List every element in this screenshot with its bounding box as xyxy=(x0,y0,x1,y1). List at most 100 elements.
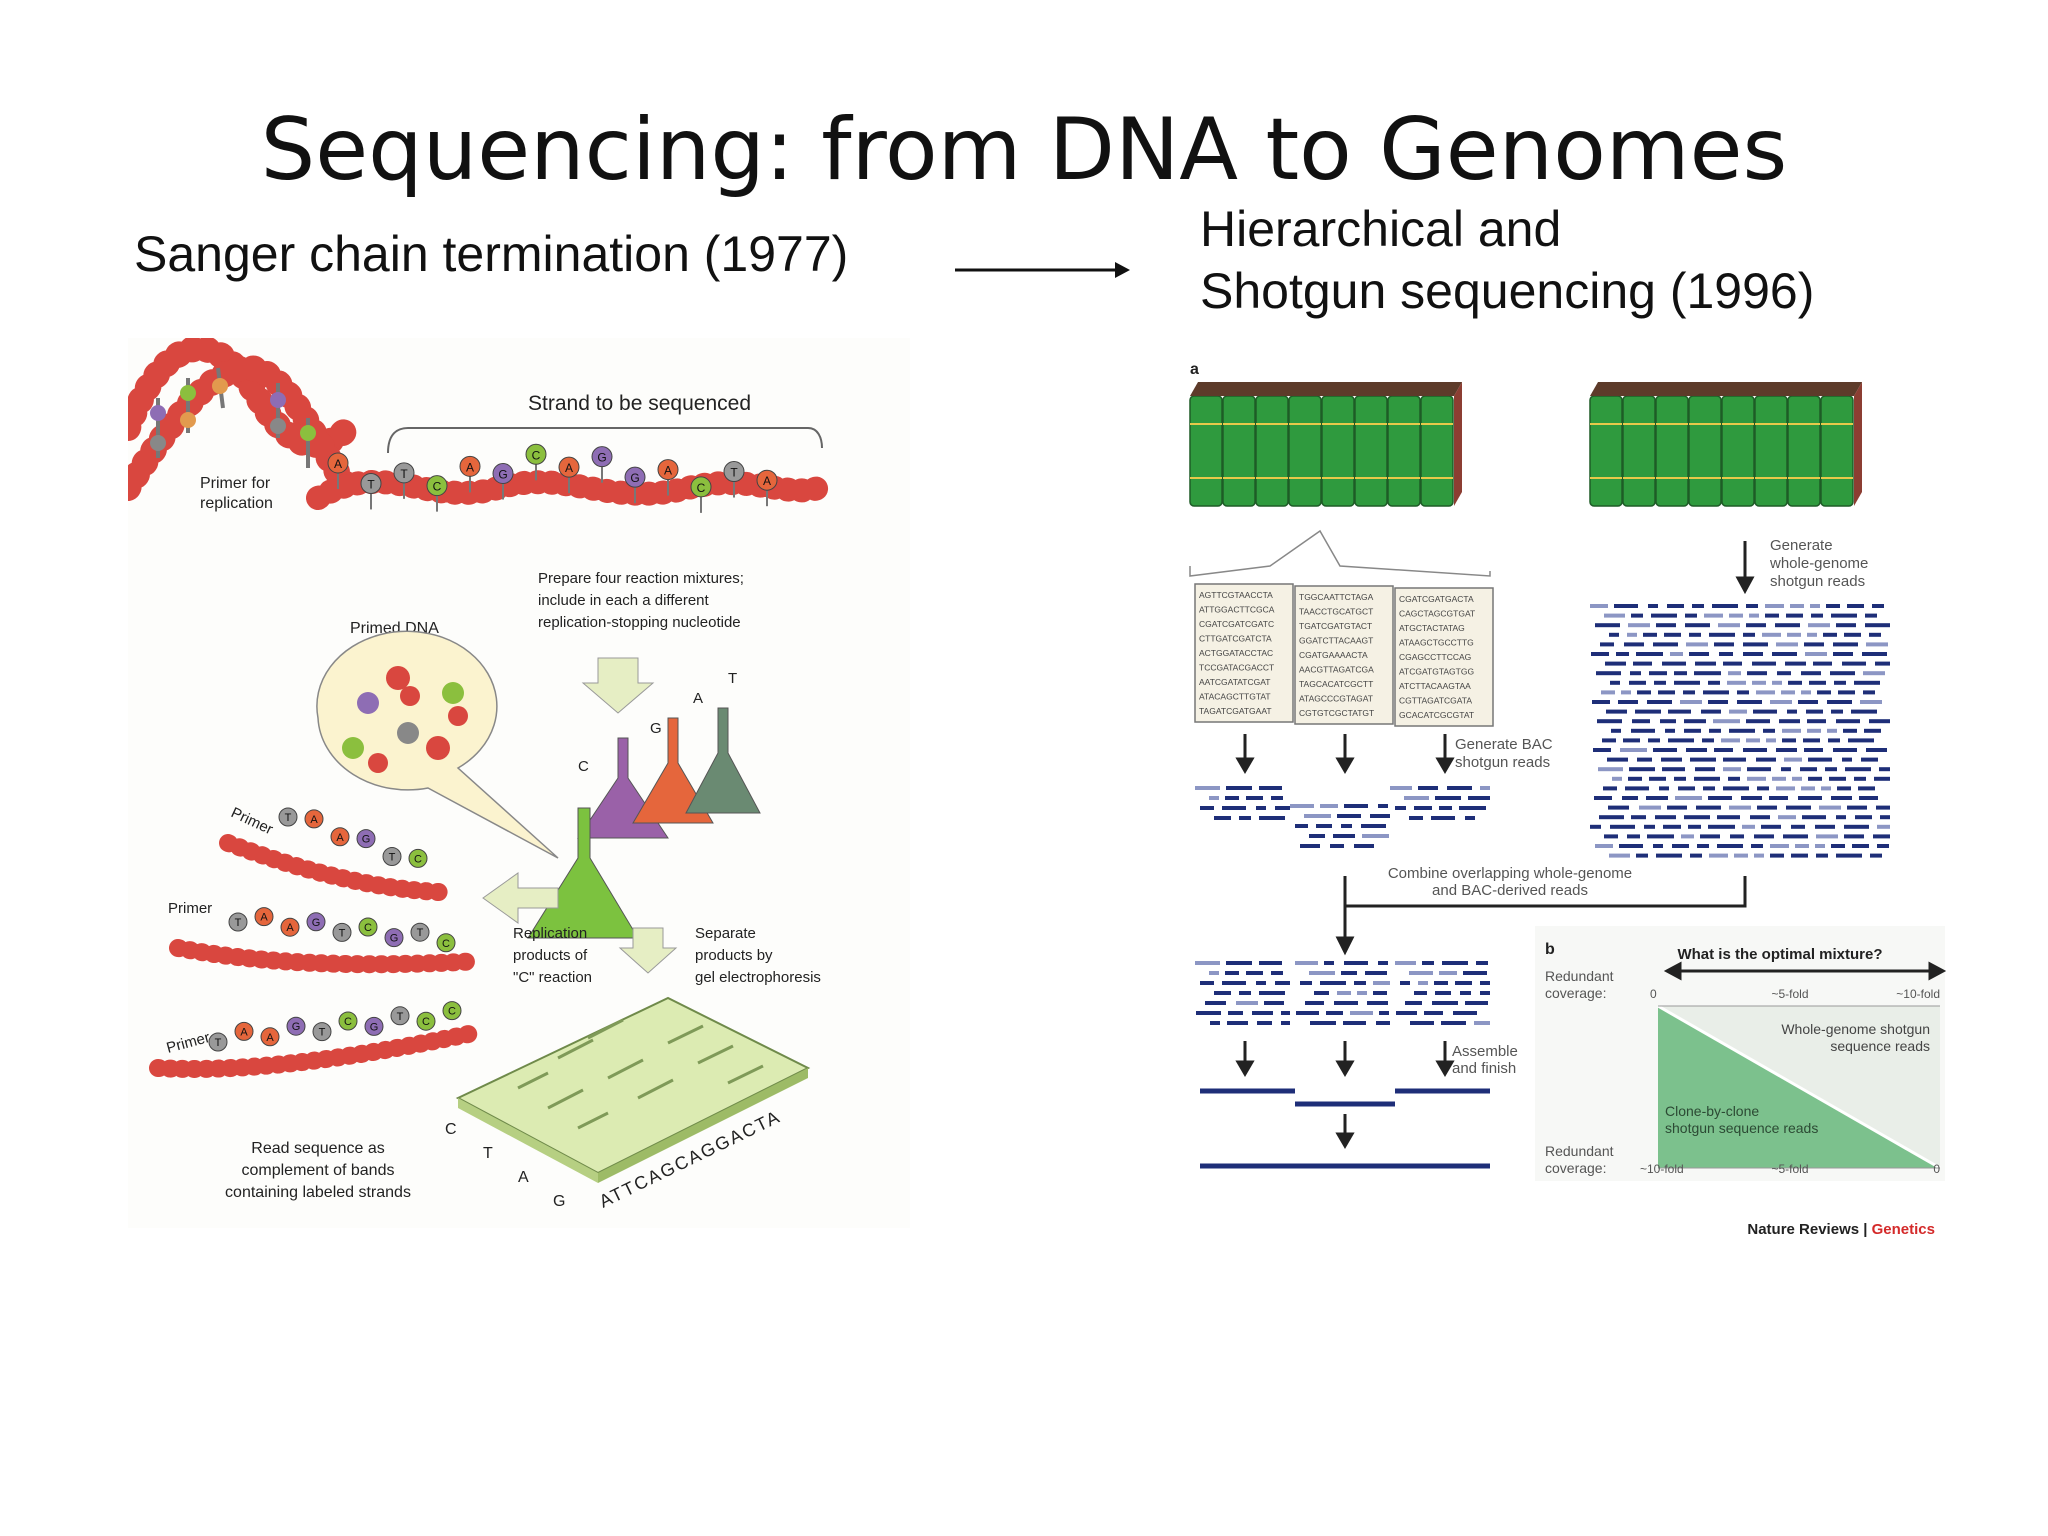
wg-read xyxy=(1772,652,1797,656)
wg-read xyxy=(1603,786,1617,791)
fragment-base-letter: G xyxy=(370,1021,379,1033)
combine-line2: and BAC-derived reads xyxy=(1432,882,1588,899)
wg-read xyxy=(1708,680,1720,685)
mixed-read xyxy=(1341,971,1357,975)
wg-read xyxy=(1689,652,1709,656)
wg-read xyxy=(1805,652,1827,656)
wg-read xyxy=(1879,767,1890,772)
wg-read xyxy=(1870,853,1882,858)
generate-wg-line3: shotgun reads xyxy=(1770,573,1865,590)
flask-label-g: G xyxy=(650,720,662,737)
fragment-strand xyxy=(149,1023,487,1078)
bac-card xyxy=(1394,587,1494,727)
mixed-read xyxy=(1460,991,1471,995)
mixed-read xyxy=(1367,1001,1388,1005)
wg-read xyxy=(1808,623,1830,628)
transition-arrow xyxy=(955,262,1130,278)
wg-read xyxy=(1684,719,1706,724)
flask-label-a: A xyxy=(693,690,703,707)
fragment-base xyxy=(260,1027,280,1047)
fragment-base xyxy=(356,829,376,849)
strand-base xyxy=(756,469,778,491)
wg-read xyxy=(1723,757,1746,762)
wg-read xyxy=(1647,834,1674,839)
wg-read xyxy=(1798,796,1822,800)
fragment-base xyxy=(254,907,274,927)
mixed-read xyxy=(1281,1021,1290,1025)
wg-read xyxy=(1836,815,1846,820)
wg-read xyxy=(1860,700,1882,704)
wg-read xyxy=(1810,604,1820,608)
primer-label-1: Primer xyxy=(228,804,275,838)
bac-read xyxy=(1447,786,1472,790)
wg-read xyxy=(1667,604,1684,608)
fragment-base xyxy=(416,1011,436,1031)
separate-products-line2: products by xyxy=(695,947,773,964)
bac-read xyxy=(1465,816,1475,820)
wg-read xyxy=(1872,604,1884,608)
bac-sequence-line: CGATGAAAACTA xyxy=(1299,650,1368,660)
book-spine xyxy=(1655,395,1689,507)
wg-read xyxy=(1703,690,1729,695)
wg-read xyxy=(1831,709,1843,714)
mixed-read xyxy=(1210,1021,1220,1025)
credit-separator: | xyxy=(1859,1221,1872,1238)
wg-read xyxy=(1752,680,1766,685)
wg-read xyxy=(1627,834,1640,839)
assemble-line1: Assemble xyxy=(1452,1043,1518,1060)
wg-read xyxy=(1674,680,1700,685)
mixed-read xyxy=(1275,981,1290,985)
shotgun-svg: a AGTTCGTAACCTAATTGGACTTCGCACGATCGATCGAT… xyxy=(1189,361,1947,1238)
wg-read xyxy=(1833,748,1857,752)
wg-read xyxy=(1861,757,1878,762)
wg-read xyxy=(1604,613,1625,618)
wg-read xyxy=(1648,738,1660,743)
mixed-read xyxy=(1455,981,1472,985)
book-spine xyxy=(1688,395,1722,507)
book-spine xyxy=(1787,395,1821,507)
wg-read xyxy=(1864,728,1881,733)
strand-base xyxy=(360,472,382,494)
bottom-scale-10: ~10-fold xyxy=(1640,1162,1684,1176)
bac-sequence-line: CTTGATCGATCTA xyxy=(1199,634,1272,644)
mixed-read xyxy=(1246,971,1263,975)
wg-read xyxy=(1829,776,1846,781)
wg-read xyxy=(1772,776,1786,781)
wg-read xyxy=(1629,767,1655,772)
mixed-read xyxy=(1214,991,1231,995)
wg-read xyxy=(1717,815,1740,820)
journal-credit: Nature Reviews | Genetics xyxy=(1747,1221,1935,1238)
wg-read xyxy=(1786,805,1811,810)
wg-read xyxy=(1644,824,1655,829)
wg-read xyxy=(1751,844,1763,848)
wg-read xyxy=(1660,719,1676,724)
combine-connector xyxy=(1335,876,1747,956)
strand-base-letter: A xyxy=(334,457,342,471)
bac-sequence-line: TGGCAATTCTAGA xyxy=(1299,592,1374,602)
book-spine xyxy=(1721,395,1755,507)
wg-read xyxy=(1686,748,1707,752)
bac-sequence-line: GGATCTTACAAGT xyxy=(1299,636,1373,646)
bac-sequence-line: CGAGCCTTCCAG xyxy=(1399,652,1471,662)
mixed-read xyxy=(1310,1021,1336,1025)
wg-read xyxy=(1743,748,1767,752)
wg-read xyxy=(1831,796,1852,800)
wg-read xyxy=(1779,719,1800,724)
wg-read xyxy=(1596,671,1621,676)
wg-read xyxy=(1619,844,1643,848)
wg-read xyxy=(1795,844,1809,848)
book-spine xyxy=(1754,395,1788,507)
prepare-down-arrow xyxy=(581,657,655,714)
bac-read xyxy=(1226,786,1252,790)
wg-read xyxy=(1653,642,1678,647)
prepare-text-line1: Prepare four reaction mixtures; xyxy=(538,570,744,587)
wg-read xyxy=(1807,728,1821,733)
wg-read xyxy=(1658,690,1675,695)
optimal-arrow xyxy=(1663,961,1947,981)
wg-read xyxy=(1741,796,1762,800)
wg-read xyxy=(1800,767,1817,772)
strand-base-letter: T xyxy=(400,467,408,481)
mixed-read xyxy=(1256,981,1266,985)
wg-read xyxy=(1713,719,1740,724)
mixed-read xyxy=(1320,981,1346,985)
